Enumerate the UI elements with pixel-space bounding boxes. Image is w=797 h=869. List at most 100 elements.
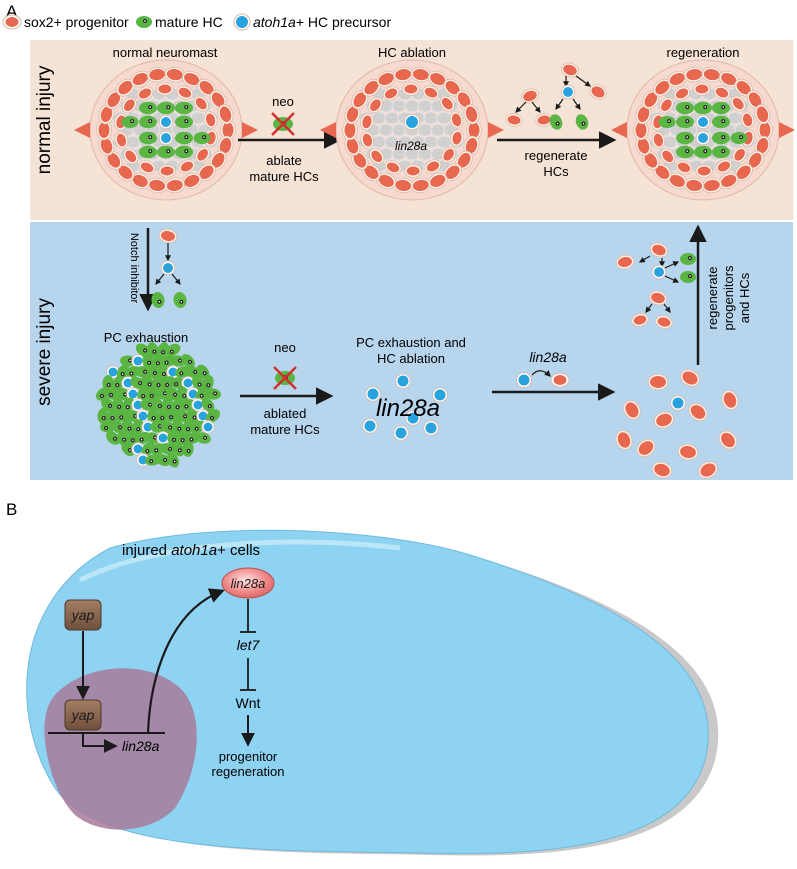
hair-cell <box>202 375 214 391</box>
legend-mature-hc-icon <box>136 16 152 28</box>
hair-cell <box>97 408 109 424</box>
hair-cell <box>180 399 196 411</box>
progenitor-cell <box>344 135 361 156</box>
progenitor-cell <box>193 95 209 112</box>
notch-lineage-diagram <box>151 228 187 308</box>
mantle-cell-right <box>488 122 504 138</box>
lin28a-protein: lin28a <box>221 567 275 599</box>
yap-cytoplasm-box: yap <box>64 599 102 631</box>
hair-cell <box>157 101 175 115</box>
lineage-arrow <box>664 261 680 269</box>
hair-cell <box>192 375 204 391</box>
hair-cell <box>139 131 157 145</box>
ablated-neuromast <box>320 59 504 201</box>
progenitor-cell <box>648 290 668 306</box>
progenitor-cell <box>402 82 420 96</box>
hair-cell <box>193 132 211 144</box>
support-cell <box>404 99 420 113</box>
severe-regeneration-lineage <box>615 242 696 329</box>
progenitor-cell <box>653 163 672 182</box>
legend-progenitor-label: sox2+ progenitor <box>24 14 129 30</box>
hair-cell <box>121 441 135 457</box>
progenitor-cell <box>455 90 473 110</box>
progenitor-cell <box>123 148 139 165</box>
progenitor-cell <box>342 119 358 141</box>
regenerate-progenitors-line2: progenitors <box>721 265 736 331</box>
outcome-line1: progenitor <box>219 749 278 764</box>
progenitor-cell <box>673 86 691 101</box>
hair-cell <box>125 410 141 422</box>
hair-cell <box>694 145 712 159</box>
progenitor-cell <box>713 85 731 100</box>
progenitor-cell <box>384 160 402 175</box>
support-cell <box>430 123 446 137</box>
support-cell <box>436 135 452 149</box>
hair-cell <box>712 101 730 115</box>
pc-exhaustion-ablation-title-line1: PC exhaustion and <box>356 335 466 350</box>
nucleus <box>44 668 197 830</box>
yap-nuclear-label: yap <box>71 707 95 723</box>
precursor-cell <box>695 130 711 146</box>
progenitor-cell <box>561 62 579 78</box>
hair-cell <box>195 432 211 444</box>
panel-label-b: B <box>6 500 17 519</box>
progenitor-cell <box>660 148 676 165</box>
precursor-cell <box>156 431 170 445</box>
regeneration-title: regeneration <box>667 45 740 60</box>
progenitor-cell <box>427 70 448 88</box>
pc-exhaustion-title: PC exhaustion <box>104 330 189 345</box>
precursor-to-progenitor-icon <box>516 370 570 388</box>
precursor-cell <box>158 114 174 130</box>
hair-cell <box>712 115 730 129</box>
progenitor-cell <box>138 160 156 175</box>
progenitor-cell <box>718 70 739 88</box>
lineage-arrow <box>531 101 541 113</box>
hair-cell <box>165 387 181 401</box>
hair-cell <box>196 364 210 380</box>
hair-cell <box>157 145 175 159</box>
progenitor-cell <box>715 159 733 174</box>
progenitor-cell <box>730 95 746 112</box>
hair-cell <box>190 420 206 434</box>
precursor-cell <box>432 387 448 403</box>
regenerate-hcs-line1: regenerate <box>525 148 588 163</box>
surviving-precursor-cells <box>362 373 448 441</box>
progenitor-cell <box>158 228 178 244</box>
ablated-label-line2: mature HCs <box>250 422 320 437</box>
hair-cell <box>152 375 164 391</box>
pc-exhausted-neuromast <box>95 342 221 468</box>
progenitor-cell <box>635 104 652 125</box>
support-cell <box>190 111 206 125</box>
notch-inhibitor-label: Notch inhibitor <box>128 233 140 304</box>
progenitor-cell <box>463 104 480 125</box>
lineage-arrow <box>663 303 671 313</box>
progenitor-cell <box>114 131 129 149</box>
precursor-cell <box>158 130 174 146</box>
hair-cell <box>181 354 195 368</box>
progenitor-cell <box>615 430 633 450</box>
legend-precursor-icon <box>233 13 251 31</box>
progenitor-cell <box>655 315 673 329</box>
hair-cell <box>694 101 712 115</box>
hair-cell <box>730 132 748 144</box>
progenitor-cell <box>642 150 660 170</box>
mantle-cell-right <box>242 122 258 138</box>
lineage-arrow <box>575 75 591 87</box>
progenitor-cell <box>156 82 174 96</box>
lineage-arrow <box>572 98 581 110</box>
hair-cell <box>165 343 181 357</box>
progenitor-cell <box>615 254 635 270</box>
ablate-label-line2: mature HCs <box>249 169 319 184</box>
precursor-cell <box>393 425 409 441</box>
hair-cell <box>106 431 120 445</box>
precursor-cell <box>395 373 411 389</box>
progenitor-cell <box>695 164 713 178</box>
progenitor-cell <box>463 135 480 156</box>
precursor-cell <box>131 442 145 456</box>
progenitor-cell <box>209 150 227 170</box>
regenerate-progenitors-line1: regenerate <box>705 267 720 330</box>
progenitor-cell <box>439 95 455 112</box>
hair-cell <box>575 114 589 130</box>
progenitor-cell <box>455 150 473 170</box>
progenitor-cell <box>684 66 705 83</box>
